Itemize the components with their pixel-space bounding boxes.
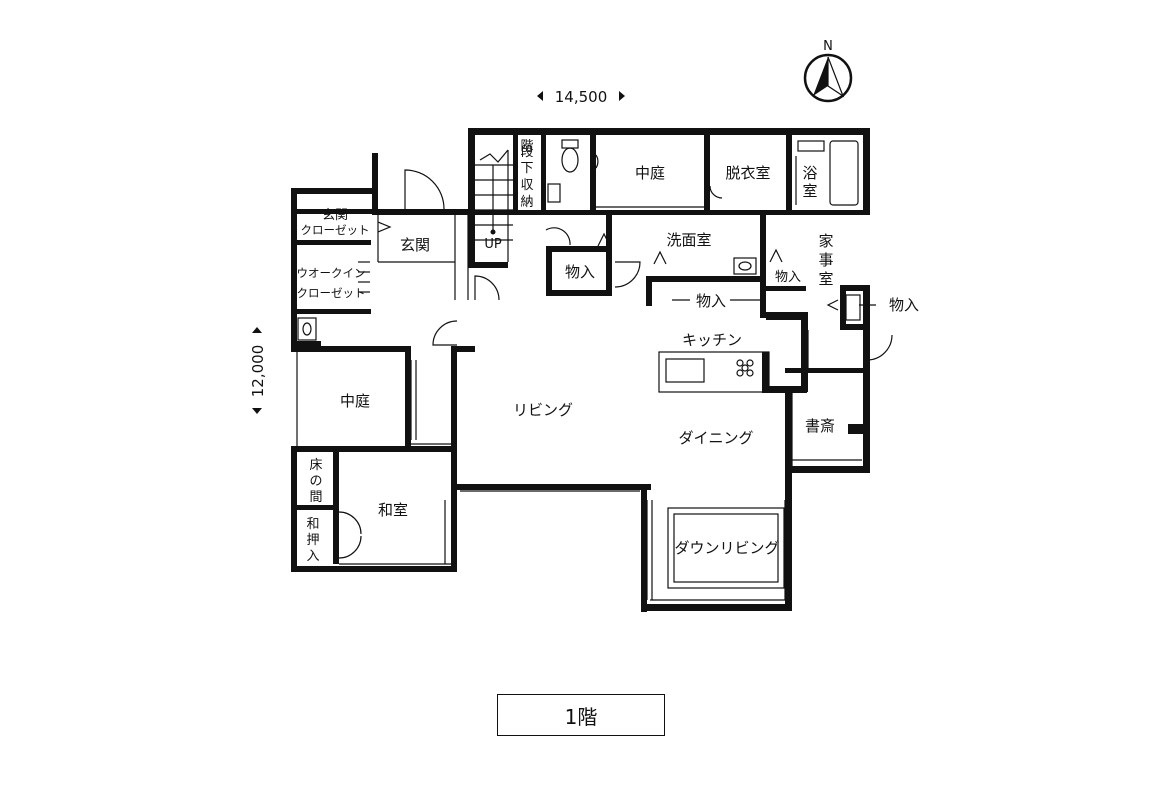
housework-room-label-3: 室 [818, 270, 833, 288]
depth-dimension-label: 12,000 [249, 345, 267, 398]
width-dimension: 14,500 [537, 88, 625, 106]
entrance-closet-label-2: クローゼット [301, 223, 370, 237]
storage-2-label: 物入 [775, 270, 801, 285]
tokonoma-label-3: 間 [309, 490, 322, 505]
stair-storage-label-5: 納 [520, 195, 533, 210]
courtyard-west-label: 中庭 [340, 392, 370, 410]
stair-storage-label-4: 収 [520, 178, 533, 193]
thin-details [296, 133, 893, 601]
futon-closet-label-3: 入 [306, 549, 319, 564]
tokonoma-label-1: 床 [309, 458, 322, 473]
depth-dimension: 12,000 [249, 327, 267, 414]
north-label: N [823, 39, 833, 54]
walk-in-closet-label-1: ウオークイン [297, 266, 366, 280]
bath-label-1: 浴 [802, 164, 817, 182]
japanese-room-label: 和室 [378, 501, 408, 519]
housework-room-label-1: 家 [818, 232, 833, 250]
compass-icon: N [803, 39, 853, 103]
dining-label: ダイニング [678, 429, 753, 447]
tokonoma-label-2: の [309, 474, 322, 489]
kitchen-label: キッチン [682, 331, 742, 349]
futon-closet-label-2: 押 [306, 533, 319, 548]
room-labels: 階 段 下 収 納 UP 中庭 脱衣室 浴 室 玄関 クローゼット 玄関 洗面室… [297, 139, 920, 564]
stair-storage-label-3: 下 [520, 161, 533, 176]
storage-1-label: 物入 [565, 263, 595, 281]
entrance-label: 玄関 [400, 236, 430, 254]
stair-storage-label-1: 階 [520, 139, 533, 154]
bath-label-2: 室 [802, 182, 817, 200]
down-living-label: ダウンリビング [674, 539, 779, 557]
walk-in-closet-label-2: クローゼット [297, 286, 366, 300]
width-dimension-label: 14,500 [555, 88, 608, 106]
entrance-closet-label-1: 玄関 [322, 208, 348, 223]
futon-closet-label-1: 和 [306, 517, 319, 532]
courtyard-north-label: 中庭 [635, 164, 665, 182]
washroom-label: 洗面室 [666, 231, 711, 249]
up-label: UP [484, 237, 502, 252]
stair-storage-label-2: 段 [520, 145, 533, 160]
housework-room-label-2: 事 [818, 251, 833, 269]
changing-room-label: 脱衣室 [725, 164, 770, 182]
storage-3-label: 物入 [696, 292, 726, 310]
living-label: リビング [513, 401, 573, 419]
storage-4-label: 物入 [889, 296, 919, 314]
study-label: 書斎 [805, 417, 835, 435]
walls [291, 128, 870, 612]
floor-label: 1階 [497, 694, 665, 736]
